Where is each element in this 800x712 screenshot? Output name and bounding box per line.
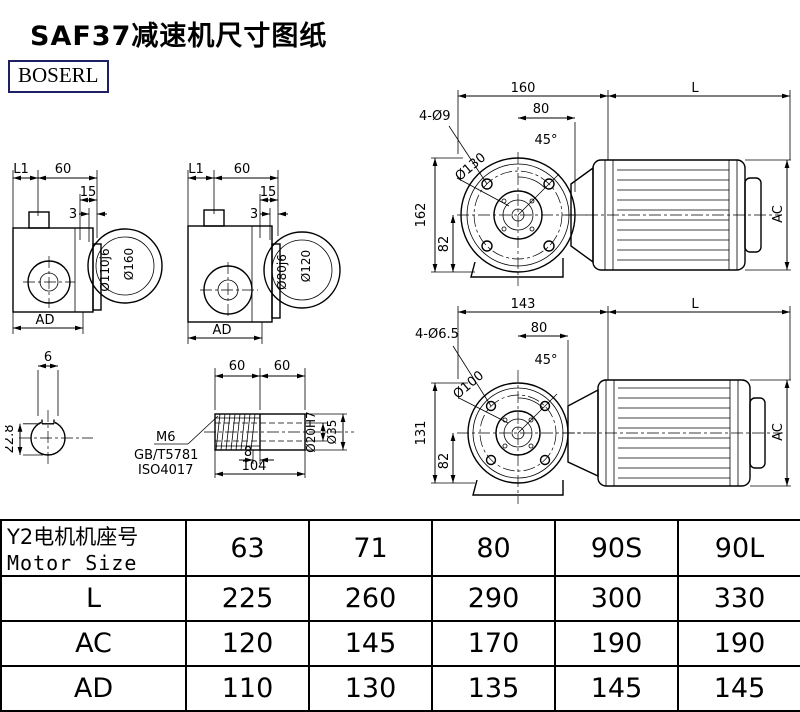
table-cell: 130 (308, 665, 433, 712)
dim-60-label: 60 (55, 162, 72, 177)
dim-ad-label: AD (213, 323, 232, 338)
table-header-row: Y2电机机座号 Motor Size 63 71 80 90S 90L (0, 519, 800, 577)
standard-gb-label: GB/T5781 (134, 448, 198, 463)
table-row-AC: AC 120 145 170 190 190 (0, 620, 800, 667)
dim-width-label: 143 (511, 297, 536, 312)
brand-logo-text: BOSERL (18, 63, 99, 87)
dim-3-label: 3 (69, 207, 77, 222)
thread-callout (154, 415, 219, 445)
flange-front (457, 370, 585, 504)
motor-size-label-cn: Y2电机机座号 (7, 525, 139, 549)
dim-104-label: 104 (242, 459, 267, 474)
dimension-lines (37, 363, 59, 416)
table-cell: 190 (677, 620, 800, 667)
dimension-lines (187, 170, 288, 344)
size-90l-cell: 90L (677, 519, 800, 577)
dim-15-label: 15 (260, 185, 277, 200)
dia-bore-label: Ø110j6 (98, 248, 112, 291)
motor-body (563, 379, 783, 487)
dim-ac-label: AC (771, 205, 786, 223)
table-cell: 120 (185, 620, 310, 667)
page-title: SAF37减速机尺寸图纸 (30, 21, 328, 52)
brand-logo: BOSERL (8, 60, 109, 93)
dim-8-label: 8 (244, 445, 252, 460)
shaft-section-shape (19, 410, 93, 466)
dimension-lines (431, 90, 791, 273)
gearbox-side-view-1: L1 60 15 3 AD Ø110j6 Ø160 (12, 162, 163, 334)
bore-dia-label: Ø20H7 (304, 411, 318, 452)
height-dimension (17, 423, 43, 456)
outer-dia-label: Ø35 (325, 420, 339, 445)
dia-flange-label: Ø120 (299, 250, 313, 282)
gearbox-front-view-1: 160 L 4-Ø9 80 45° Ø130 162 82 AC (414, 81, 791, 286)
dim-width-label: 160 (511, 81, 536, 96)
table-cell: 145 (554, 665, 679, 712)
table-cell: 330 (677, 575, 800, 622)
table-row-L: L 225 260 290 300 330 (0, 575, 800, 622)
dim-80-label: 80 (531, 321, 548, 336)
motor-size-label-en: Motor Size (7, 551, 138, 575)
shaft-cross-section: 6 22.8 (5, 350, 93, 466)
dim-l1-label: L1 (13, 162, 29, 177)
table-cell: 145 (308, 620, 433, 667)
motor-body (565, 159, 781, 271)
table-cell: 260 (308, 575, 433, 622)
dim-82-label: 82 (437, 236, 452, 253)
dimension-table: Y2电机机座号 Motor Size 63 71 80 90S 90L L 22… (0, 519, 800, 712)
dim-82-label: 82 (437, 453, 452, 470)
table-cell: 145 (677, 665, 800, 712)
size-80-cell: 80 (431, 519, 556, 577)
holes-callout: 4-Ø9 (419, 109, 450, 124)
dimension-lines (431, 306, 791, 487)
table-cell: 225 (185, 575, 310, 622)
thread-label: M6 (156, 430, 176, 445)
gearbox-front-view-2: 143 L 4-Ø6.5 80 45° Ø100 131 82 AC (414, 297, 791, 504)
size-90s-cell: 90S (554, 519, 679, 577)
standard-iso-label: ISO4017 (138, 463, 193, 478)
bolt-circle-label: Ø100 (451, 368, 487, 402)
table-row-AD: AD 110 130 135 145 145 (0, 665, 800, 712)
motor-size-header-cell: Y2电机机座号 Motor Size (0, 519, 187, 577)
dim-60b-label: 60 (274, 359, 291, 374)
dia-bore-label: Ø80j6 (275, 254, 289, 290)
table-cell: 110 (185, 665, 310, 712)
table-cell: 170 (431, 620, 556, 667)
table-cell: 300 (554, 575, 679, 622)
gearbox-body (187, 209, 341, 323)
dim-l1-label: L1 (188, 162, 204, 177)
dim-l-label: L (691, 297, 699, 312)
table-cell: 290 (431, 575, 556, 622)
size-71-cell: 71 (308, 519, 433, 577)
dia-flange-label: Ø160 (122, 248, 136, 280)
gearbox-body (12, 211, 163, 313)
dim-l-label: L (691, 81, 699, 96)
dim-15-label: 15 (80, 185, 97, 200)
angle-label: 45° (534, 353, 557, 368)
dim-height-label: 131 (414, 421, 429, 446)
row-label: AC (0, 620, 187, 667)
row-label: AD (0, 665, 187, 712)
size-63-cell: 63 (185, 519, 310, 577)
dimension-lines (12, 170, 107, 334)
angle-label: 45° (534, 133, 557, 148)
lower-dimensions (214, 413, 347, 478)
dim-3-label: 3 (250, 207, 258, 222)
dim-height-label: 162 (414, 203, 429, 228)
dim-80-label: 80 (533, 102, 550, 117)
table-cell: 135 (431, 665, 556, 712)
holes-callout: 4-Ø6.5 (415, 327, 459, 342)
dim-60a-label: 60 (229, 359, 246, 374)
row-label: L (0, 575, 187, 622)
gearbox-side-view-2: L1 60 15 3 AD Ø80j6 Ø120 (187, 162, 341, 344)
output-shaft-detail: 60 60 M6 GB/T5781 ISO4017 (134, 359, 354, 478)
dim-60-label: 60 (234, 162, 251, 177)
dim-ad-label: AD (36, 313, 55, 328)
section-height-label: 22.8 (5, 425, 17, 454)
table-cell: 190 (554, 620, 679, 667)
dim-ac-label: AC (771, 423, 786, 441)
dimension-lines (214, 368, 306, 410)
key-width-label: 6 (44, 350, 52, 365)
